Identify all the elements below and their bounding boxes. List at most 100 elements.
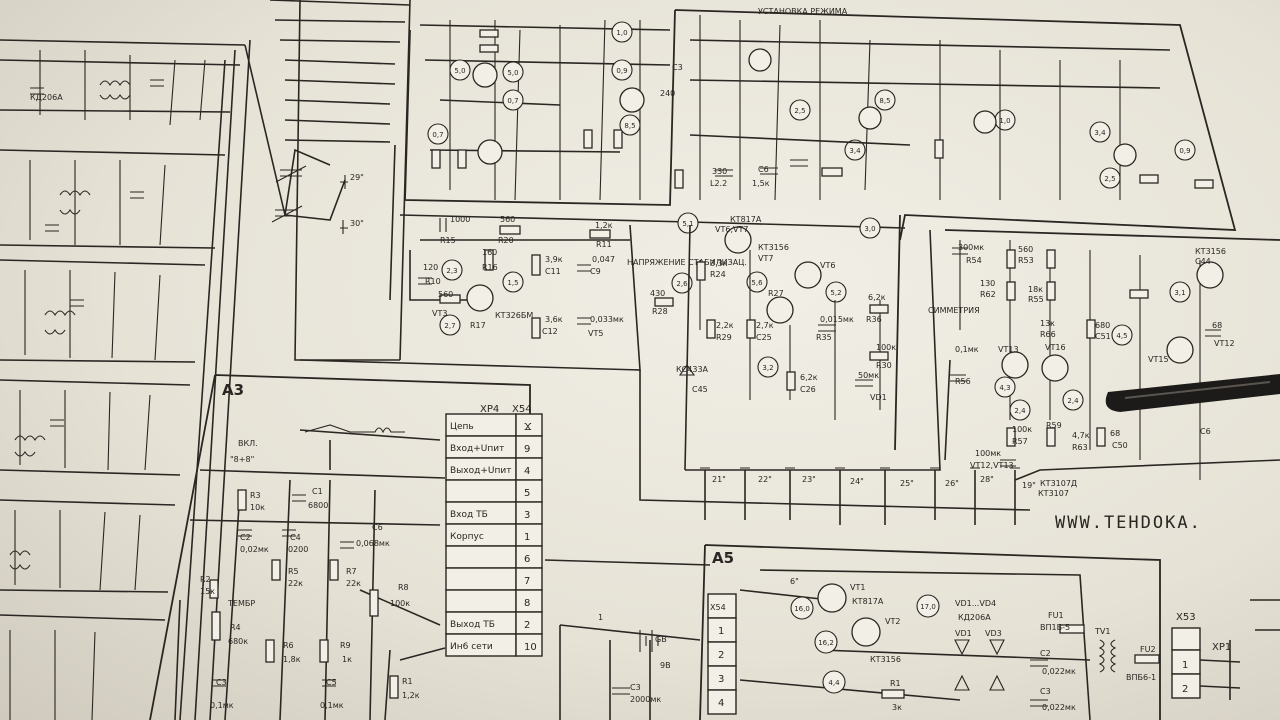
a5-vd1-label: VD1 <box>955 629 972 638</box>
a5-c2-value: 0,022мк <box>1042 667 1076 676</box>
mid-c12-label: 0,033мк <box>590 315 624 324</box>
node-right-2: 4,5 <box>1116 332 1127 340</box>
r27-label: 3,3к <box>710 259 728 268</box>
r57-label: R59 <box>1046 421 1062 430</box>
r62-value: R66 <box>1040 330 1056 339</box>
r54-label: 560 <box>1018 245 1033 254</box>
vt4-top-symbol <box>619 87 645 113</box>
node-top-7: 0,9 <box>616 67 627 75</box>
mid-c7-label: 1000 <box>450 215 470 224</box>
stabilizer-annotation: НАПРЯЖЕНИЕ СТАБИЛИЗАЦ. <box>627 258 747 267</box>
xp4-header-left: XP4 <box>480 404 499 415</box>
a3-r8-value: 100к <box>390 599 410 608</box>
r53-value: R55 <box>1028 295 1044 304</box>
xp4-signal-label: Вход ТБ <box>450 510 488 520</box>
tembr-label: ТЕМБР <box>227 599 255 608</box>
node-mid-7: 5,2 <box>830 289 841 297</box>
xp1-label: XP1 <box>1212 642 1231 653</box>
a3-r1-label: R1 <box>402 677 413 686</box>
fuse-fu1-label: FU1 <box>1048 611 1064 620</box>
a5-vd-label: VD1...VD4 <box>955 599 996 608</box>
wire-24-label: 24" <box>850 477 864 486</box>
node-mid-4: 2,6 <box>676 280 688 288</box>
node-right-3: 4,3 <box>999 384 1010 392</box>
top-vt4-label: C3 <box>672 63 683 72</box>
c25-label: 0,015мк <box>820 315 854 324</box>
a3-r2-value: 15к <box>200 587 215 596</box>
r30-label: 6,2к <box>800 373 818 382</box>
xp4-pin-label: 6 <box>524 554 530 565</box>
a3-c2-label: C2 <box>240 533 251 542</box>
a5-c3-value: 0,022мк <box>1042 703 1076 712</box>
node-top-6: 1,0 <box>616 29 627 37</box>
r36-label: 100к <box>876 343 896 352</box>
a3-r9-value: 1к <box>342 655 352 664</box>
a5-c2-label: C2 <box>1040 649 1051 658</box>
mid-vt3-value: R17 <box>470 321 486 330</box>
vd1-mid-label: КС433А <box>676 365 709 374</box>
mid-r10-value: VT3 <box>432 309 447 318</box>
mid-r17-label: 3,6к <box>545 315 563 324</box>
a3-r9-label: R9 <box>340 641 351 650</box>
r62-label: 13к <box>1040 319 1055 328</box>
r30-value: C26 <box>800 385 816 394</box>
node-mid-9: 3,0 <box>864 225 875 233</box>
mid-r17-value: C12 <box>542 327 558 336</box>
vt1-top-symbol <box>472 62 498 88</box>
mid-vt3-label: КТ326БМ <box>495 311 533 320</box>
screwdriver-tip <box>1105 374 1280 412</box>
a3-r8-label: R8 <box>398 583 409 592</box>
xp4-pin-cell <box>515 633 543 657</box>
node-mid-5: 5,6 <box>751 279 763 287</box>
wire-23-label: 23" <box>802 475 816 484</box>
x53-connector: X53 1 2 XP1 <box>1171 599 1280 700</box>
a5-connector-header: X54 <box>710 603 726 612</box>
r35-label: 6,2к <box>868 293 886 302</box>
r24-label: 430 <box>650 289 665 298</box>
wire-29-label: 29" <box>350 173 364 182</box>
block-a5-label: A5 <box>712 549 734 567</box>
r63-value: C50 <box>1112 441 1128 450</box>
a5-vt1-value: КТ817А <box>852 597 884 606</box>
c26-label: 50мк <box>858 371 879 380</box>
top-c21-value: 1,5к <box>752 179 770 188</box>
node-top-13: 0,9 <box>1179 147 1190 155</box>
ust-annotation: УСТАНОВКА РЕЖИМА <box>758 7 848 16</box>
mid-c9-value: R10 <box>425 277 441 286</box>
fuse-fu1-value: ВП1Б-5 <box>1040 623 1070 632</box>
vd1-mid-value: C45 <box>692 385 708 394</box>
top-node-markers: 5,0 5,0 0,7 0,7 8,5 1,0 0,9 2,5 3,4 8,5 … <box>427 21 1196 189</box>
c51-label: 68 <box>1212 321 1222 330</box>
vt5-vt7-section: КТ817А VT6,VT7 КТ3156 VT7 VT6 R27 3,3к R… <box>650 215 941 471</box>
a5-pin-3: 3 <box>718 674 724 685</box>
variable-capacitor-group: 29" 30" <box>244 44 364 234</box>
node-a5-2: 16,2 <box>818 639 834 647</box>
r53-label: 18к <box>1028 285 1043 294</box>
wire-6-label: 6" <box>790 577 799 586</box>
node-top-2: 5,0 <box>507 69 518 77</box>
node-right-5: 2,4 <box>1067 397 1079 405</box>
vt15-value: C44 <box>1195 257 1211 266</box>
mid-r15-value: R20 <box>498 236 514 245</box>
node-top-3: 0,7 <box>507 97 518 105</box>
mid-r16-value: C11 <box>545 267 561 276</box>
r56-label: 100к <box>1012 425 1032 434</box>
node-mid-1: 2,3 <box>446 267 457 275</box>
node-right-1: 3,1 <box>1174 289 1185 297</box>
r66-label: 680 <box>1095 321 1110 330</box>
xp4-pin-label: 2 <box>524 620 530 631</box>
a5-pin-1: 1 <box>718 626 724 637</box>
node-mid-3: 1,5 <box>507 279 518 287</box>
a3-c6-label: C6 <box>372 523 383 532</box>
c50-label: 100мк <box>975 449 1001 458</box>
r35-value: R36 <box>866 315 882 324</box>
node-mid-2: 2,7 <box>444 322 455 330</box>
vt7-label: VT6 <box>820 261 835 270</box>
r55-label: 130 <box>980 279 995 288</box>
wire-22-label: 22" <box>758 475 772 484</box>
gb-label: GB <box>655 635 667 644</box>
